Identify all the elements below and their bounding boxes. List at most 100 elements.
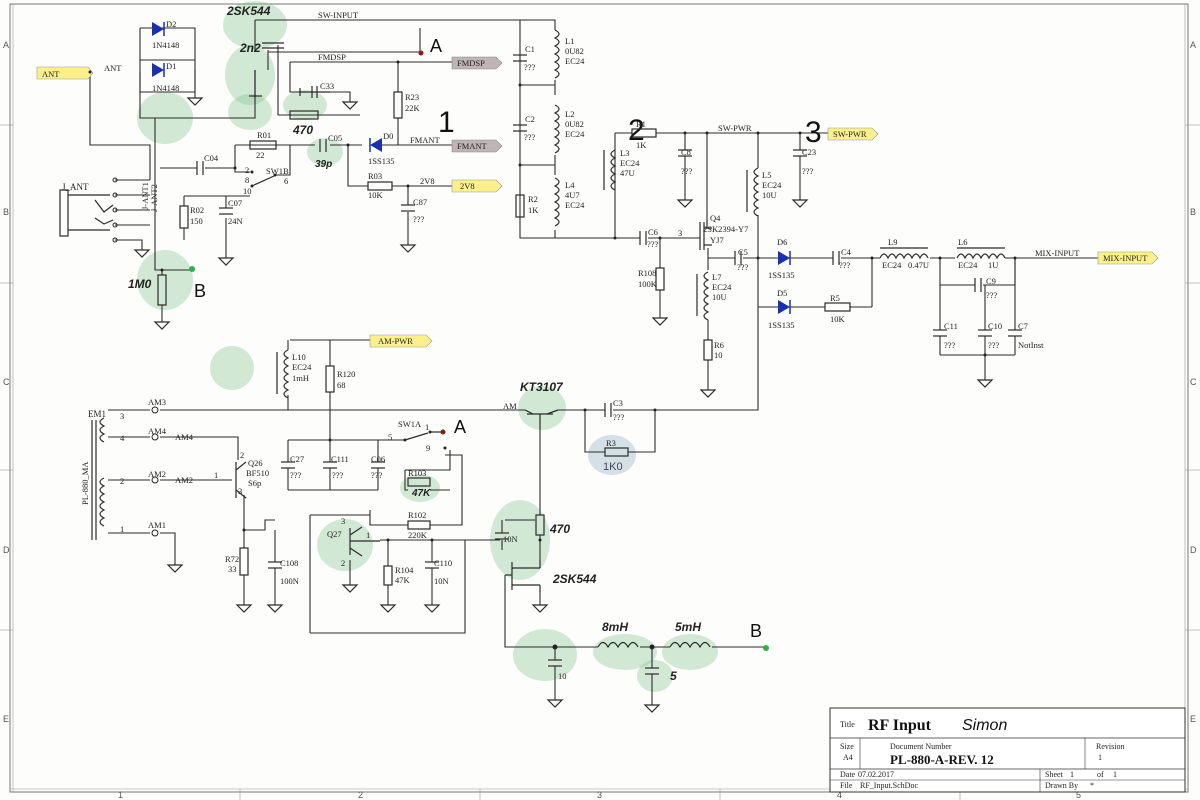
c10-val: ???: [988, 340, 1000, 350]
d5-ref: D5: [777, 288, 787, 298]
r02-ref: R02: [190, 205, 204, 215]
net-am2: AM2: [148, 469, 166, 479]
2v8-port: [451, 179, 503, 193]
cap-c1: [513, 54, 527, 62]
r23-ref: R23: [405, 92, 419, 102]
grid-row-e-left: E: [3, 714, 9, 724]
r6-ref: R6: [714, 340, 724, 350]
resistor-r5: [824, 302, 851, 312]
c23-val: ???: [802, 166, 814, 176]
r03-val: 10K: [368, 190, 384, 200]
switch-sw1a: [403, 430, 447, 450]
c3-val: ???: [613, 412, 625, 422]
docnum-label: Document Number: [890, 742, 952, 751]
q26-pin-3: 3: [238, 486, 242, 496]
c27-val: ???: [290, 470, 302, 480]
c2-val: ???: [524, 132, 536, 142]
r72-ref: R72: [225, 554, 239, 564]
c06-val: ???: [371, 470, 383, 480]
d6-ref: D6: [777, 237, 787, 247]
resistor-r108: [655, 267, 665, 291]
d1-val: 1N4148: [152, 83, 179, 93]
j-ant-ref: J_ANT: [62, 182, 89, 192]
marker-b-bottom: B: [750, 621, 762, 641]
cap-c110: [425, 561, 439, 569]
sw1b-pin-10: 10: [243, 186, 252, 196]
transistor-q26: [235, 461, 247, 499]
q27-pin-1: 1: [366, 530, 370, 540]
c6-ref: C6: [648, 227, 658, 237]
l4-val2: EC24: [565, 200, 585, 210]
grid-row-d-right: D: [1190, 545, 1197, 555]
r1-val: 1K: [636, 140, 647, 150]
drawn-value: *: [1090, 781, 1094, 790]
cap-bottom-10-val: 10: [558, 671, 567, 681]
fmdsp-port: [451, 56, 503, 70]
l7-ref: L7: [712, 272, 721, 282]
mix-input-port: [1097, 251, 1159, 265]
am-pwr-port: [369, 334, 433, 348]
c108-val: 100N: [280, 576, 299, 586]
grid-col-2: 2: [358, 790, 363, 800]
c87-ref: C87: [413, 197, 427, 207]
c11-val: ???: [944, 340, 956, 350]
annotation-5: 5: [670, 669, 677, 683]
grid-col-1: 1: [118, 790, 123, 800]
sw-pwr-port-label: SW-PWR: [833, 129, 867, 139]
sheet-value: 1: [1070, 770, 1074, 779]
c6-val: ???: [647, 239, 659, 249]
resistor-r104: [383, 565, 393, 586]
annotation-39p: 39p: [315, 159, 332, 170]
cap-c4: [832, 251, 840, 265]
r120-val: 68: [337, 380, 346, 390]
cap-c9: [974, 278, 982, 292]
d0-val: 1SS135: [368, 156, 394, 166]
resistor-r02: [179, 205, 189, 229]
c9-ref: C9: [986, 276, 996, 286]
ground-symbols: [133, 97, 994, 713]
r6-val: 10: [714, 350, 723, 360]
annotation-470-bottom: 470: [549, 522, 570, 536]
em1-val: PL-880_MA: [80, 461, 90, 505]
c108-ref: C108: [280, 558, 298, 568]
sw1a-pin-5: 5: [388, 432, 392, 442]
ant-port-label: ANT: [42, 69, 60, 79]
resistor-470-top: [289, 110, 319, 120]
annotation-47k: 47K: [411, 488, 431, 499]
em1-ref: EM1: [88, 409, 106, 419]
marker-b-left: B: [194, 281, 206, 301]
junction-dots: [160, 60, 1017, 650]
size-value: A4: [843, 753, 853, 762]
l10-val: EC24: [292, 362, 312, 372]
annotation-1k0: 1K0: [603, 461, 623, 473]
d6-val: 1SS135: [768, 270, 794, 280]
net-2v8: 2V8: [420, 176, 435, 186]
l7-val2: 10U: [712, 292, 727, 302]
l6-val2: 1U: [988, 260, 998, 270]
c33-ref: C33: [320, 81, 334, 91]
2v8-port-label: 2V8: [460, 181, 475, 191]
r01-val: 22: [256, 150, 265, 160]
c06-ref: C06: [371, 454, 385, 464]
net-fmdsp: FMDSP: [318, 52, 346, 62]
cap-c10: [978, 329, 992, 337]
grid-col-5: 5: [1076, 790, 1081, 800]
cap-c5: [734, 251, 742, 265]
wires: [89, 19, 1098, 705]
file-value: RF_Input.SchDoc: [860, 781, 918, 790]
title-value: RF Input: [868, 717, 932, 734]
c07-ref: C07: [228, 198, 242, 208]
sheet-label: Sheet: [1045, 770, 1064, 779]
q4-val2: YJ7: [710, 235, 724, 245]
grid-row-e-right: E: [1190, 714, 1196, 724]
r2-ref: R2: [528, 194, 538, 204]
net-am2b: AM2: [175, 475, 193, 485]
c27-ref: C27: [290, 454, 304, 464]
size-label: Size: [840, 742, 854, 751]
annotation-1m0: 1M0: [128, 277, 152, 291]
cap-5: [645, 667, 659, 675]
l2-val2: EC24: [565, 129, 585, 139]
l9-val2: 0.47U: [908, 260, 929, 270]
r72-val: 33: [228, 564, 237, 574]
